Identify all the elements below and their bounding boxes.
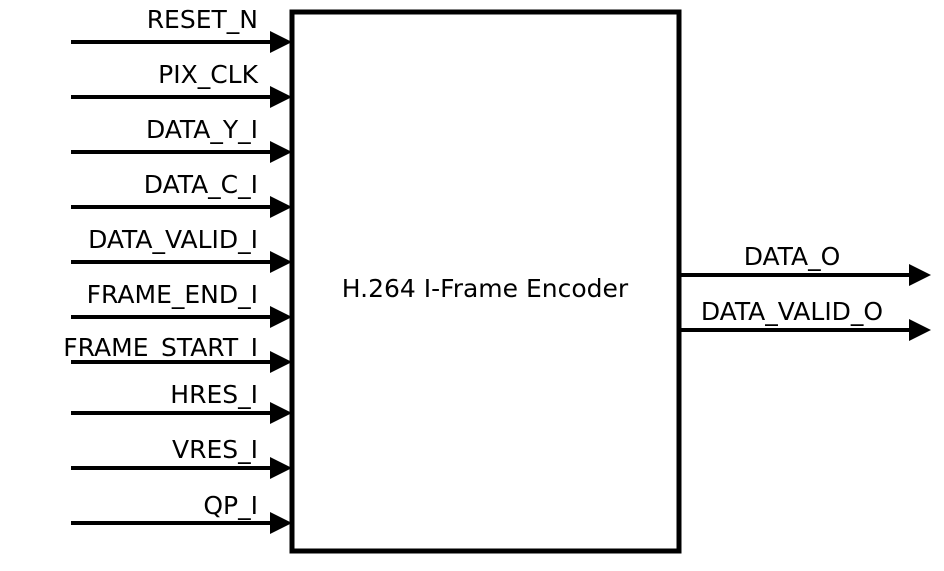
output-wires-group (679, 264, 931, 341)
input-label-data-y-i: DATA_Y_I (146, 115, 258, 144)
input-arrowhead-icon-reset-n (270, 31, 292, 53)
input-arrowhead-icon-pix-clk (270, 86, 292, 108)
input-label-data-c-i: DATA_C_I (144, 170, 258, 199)
encoder-block (289, 9, 682, 554)
input-arrowhead-icon-frame-end-i (270, 306, 292, 328)
input-wires-group (71, 31, 292, 534)
input-label-vres-i: VRES_I (172, 435, 258, 464)
output-arrowhead-icon-data-o (909, 264, 931, 286)
input-arrowhead-icon-hres-i (270, 402, 292, 424)
input-labels-group: RESET_N PIX_CLK DATA_Y_I DATA_C_I DATA_VALID… (63, 5, 258, 520)
output-label-data-valid-o: DATA_VALID_O (701, 297, 883, 326)
input-label-qp-i: QP_I (203, 491, 258, 520)
input-label-reset-n: RESET_N (147, 5, 258, 34)
input-label-pix-clk: PIX_CLK (158, 60, 258, 89)
input-label-hres-i: HRES_I (170, 380, 258, 409)
input-arrowhead-icon-frame-start-i (270, 351, 292, 373)
input-arrowhead-icon-vres-i (270, 457, 292, 479)
output-labels-group: DATA_O DATA_VALID_O (701, 242, 883, 326)
encoder-block-label: H.264 I-Frame Encoder (342, 274, 629, 303)
input-arrowhead-icon-qp-i (270, 512, 292, 534)
input-arrowhead-icon-data-valid-i (270, 251, 292, 273)
output-label-data-o: DATA_O (744, 242, 841, 271)
input-label-frame-start-i: FRAME_START_I (63, 333, 258, 362)
output-arrowhead-icon-data-valid-o (909, 319, 931, 341)
input-arrowhead-icon-data-c-i (270, 196, 292, 218)
input-label-frame-end-i: FRAME_END_I (87, 280, 258, 309)
input-arrowhead-icon-data-y-i (270, 141, 292, 163)
input-label-data-valid-i: DATA_VALID_I (88, 225, 258, 254)
